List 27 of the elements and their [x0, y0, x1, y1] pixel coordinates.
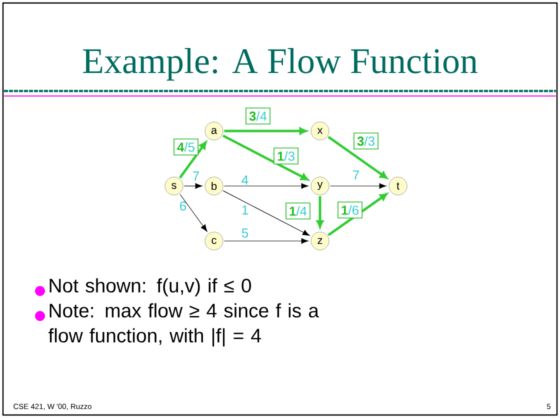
edge-label: 4 [242, 176, 248, 184]
flow-label: 4/5 [174, 138, 198, 156]
flow-label: 1/4 [286, 202, 310, 220]
arrow [224, 127, 307, 135]
arrow [184, 183, 202, 189]
arrow [330, 183, 386, 189]
arrow [328, 136, 388, 179]
arrow [178, 141, 207, 178]
arrow [316, 196, 324, 228]
edge-label: 7 [353, 170, 359, 180]
arrow [224, 183, 308, 189]
flow-label: 1/6 [338, 202, 362, 218]
edge-label: 7 [193, 172, 199, 180]
arrow [222, 190, 310, 236]
edge-label: 1 [242, 206, 248, 214]
flow-label: 3/4 [246, 108, 270, 124]
arrow [328, 193, 388, 236]
arrow [224, 238, 308, 244]
bullet-text: Not shown: f(u,v) if ≤ 0 [50, 278, 252, 296]
arrow [222, 134, 308, 180]
bullet-text: Note: max flow ≥ 4 since f is a flow function, with |f| = 4 [48, 303, 319, 346]
flow-label: 1/3 [274, 148, 298, 164]
edge-label: 5 [242, 228, 248, 238]
arrow [180, 194, 208, 232]
slide-title: Example: A Flow Function [83, 48, 478, 81]
flow-label: 3/3 [354, 132, 378, 150]
edge-label: 6 [180, 201, 186, 211]
